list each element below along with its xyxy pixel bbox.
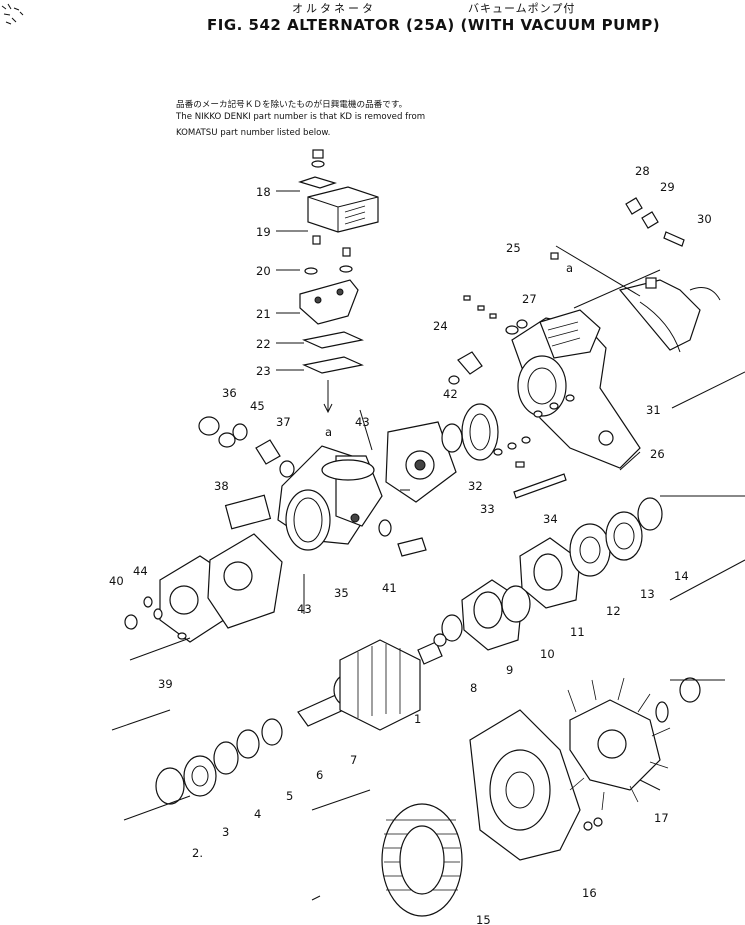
part-label-3: 3 bbox=[222, 825, 229, 839]
part-label-43b: 43 bbox=[297, 602, 312, 616]
part-label-6: 6 bbox=[316, 768, 323, 782]
part-label-15: 15 bbox=[476, 913, 491, 925]
note-line-2: KOMATSU part number listed below. bbox=[176, 128, 331, 138]
part-label-43a: 43 bbox=[355, 415, 370, 429]
vacuum-pump-group bbox=[198, 403, 499, 614]
part-label-7: 7 bbox=[350, 753, 357, 767]
part-label-33: 33 bbox=[480, 502, 495, 516]
part-label-28: 28 bbox=[635, 164, 650, 178]
part-label-4: 4 bbox=[254, 807, 261, 821]
part-label-24: 24 bbox=[433, 319, 448, 333]
part-label-45: 45 bbox=[250, 399, 265, 413]
part-label-26: 26 bbox=[650, 447, 665, 461]
part-label-17: 17 bbox=[654, 811, 669, 825]
japanese-title: オルタネータ bbox=[292, 2, 376, 15]
part-label-22: 22 bbox=[256, 337, 271, 351]
part-label-14: 14 bbox=[674, 569, 689, 583]
part-label-2: 2. bbox=[192, 846, 203, 860]
reference-mark-a-lower: a bbox=[325, 425, 332, 439]
part-label-39: 39 bbox=[158, 677, 173, 691]
part-label-29: 29 bbox=[660, 180, 675, 194]
part-label-27: 27 bbox=[522, 292, 537, 306]
part-label-36: 36 bbox=[222, 386, 237, 400]
part-label-38: 38 bbox=[214, 479, 229, 493]
note-line-1: The NIKKO DENKI part number is that KD i… bbox=[176, 112, 426, 122]
slip-ring-end-group bbox=[448, 197, 745, 499]
part-label-18: 18 bbox=[256, 185, 271, 199]
part-label-12: 12 bbox=[606, 604, 621, 618]
part-label-10: 10 bbox=[540, 647, 555, 661]
part-label-44: 44 bbox=[133, 564, 148, 578]
part-label-34: 34 bbox=[543, 512, 558, 526]
part-label-11: 11 bbox=[570, 625, 585, 639]
part-label-1: 1 bbox=[414, 712, 421, 726]
part-label-19: 19 bbox=[256, 225, 271, 239]
scan-noise bbox=[1, 3, 24, 25]
part-label-35: 35 bbox=[334, 586, 349, 600]
part-label-21: 21 bbox=[256, 307, 271, 321]
japanese-subtitle: バキュームポンプ付 bbox=[468, 2, 576, 15]
rotor-group bbox=[111, 633, 447, 821]
bearing-stack-group bbox=[441, 495, 745, 651]
figure-title: FIG. 542 ALTERNATOR (25A) (WITH VACUUM P… bbox=[207, 16, 661, 34]
part-label-16: 16 bbox=[582, 886, 597, 900]
part-label-32: 32 bbox=[468, 479, 483, 493]
note-japanese: 品番のメーカ記号ＫＤを除いたものが日興電機の品番です。 bbox=[176, 100, 408, 110]
regulator-group bbox=[276, 149, 379, 414]
part-label-37: 37 bbox=[276, 415, 291, 429]
part-label-41: 41 bbox=[382, 581, 397, 595]
part-label-20: 20 bbox=[256, 264, 271, 278]
part-label-5: 5 bbox=[286, 789, 293, 803]
reference-mark-a-upper: a bbox=[566, 261, 573, 275]
stator-housing-fan-group bbox=[311, 677, 725, 917]
part-label-23: 23 bbox=[256, 364, 271, 378]
part-labels: 1 2. 3 4 5 6 7 8 9 10 11 12 13 14 15 16 … bbox=[109, 164, 712, 925]
part-label-13: 13 bbox=[640, 587, 655, 601]
part-label-31: 31 bbox=[646, 403, 661, 417]
rear-bracket-group bbox=[124, 533, 283, 661]
part-label-42: 42 bbox=[443, 387, 458, 401]
part-label-40: 40 bbox=[109, 574, 124, 588]
part-label-8: 8 bbox=[470, 681, 477, 695]
part-label-30: 30 bbox=[697, 212, 712, 226]
part-label-9: 9 bbox=[506, 663, 513, 677]
part-label-25: 25 bbox=[506, 241, 521, 255]
